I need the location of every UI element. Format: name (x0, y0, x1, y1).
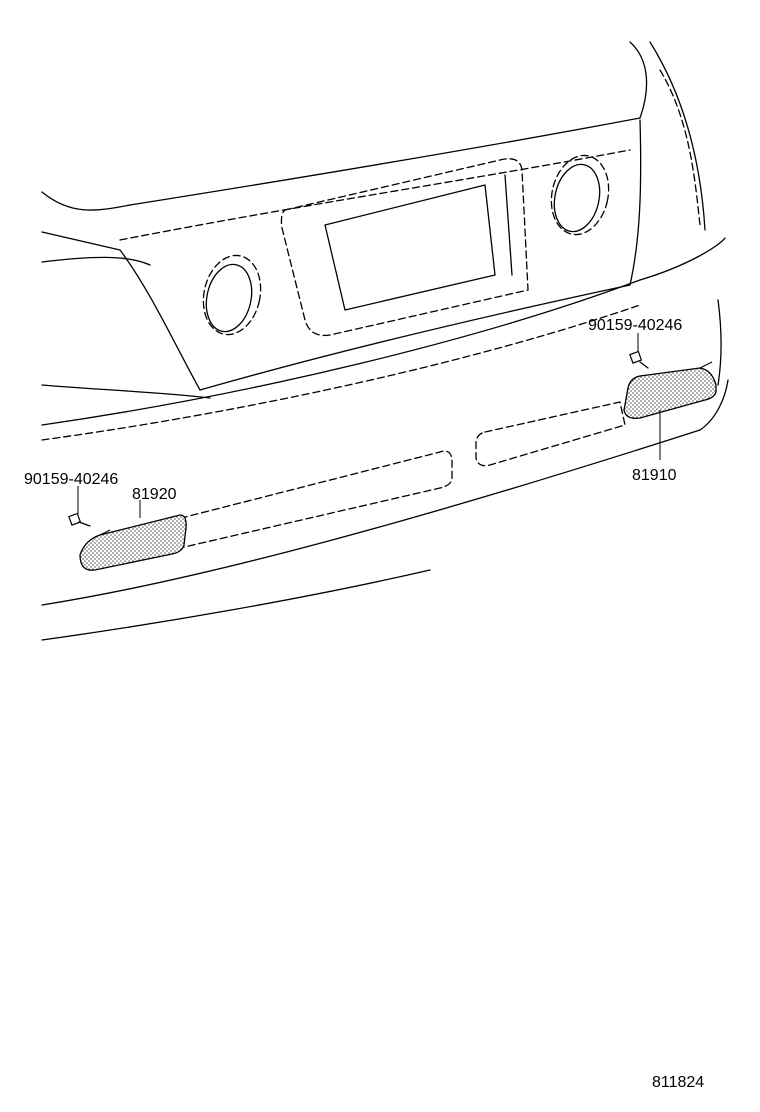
reflector-left-81920 (79, 514, 187, 571)
rear-bumper (41, 237, 729, 641)
diagram-id: 811824 (652, 1074, 704, 1091)
bumper-groove-right (475, 401, 626, 467)
reflector-right-part-number: 81910 (632, 467, 677, 484)
bolt-right-part-number: 90159-40246 (588, 317, 682, 334)
tail-lamp-right (550, 154, 610, 236)
bolt-left-icon (68, 512, 91, 527)
license-plate-recess (280, 158, 529, 337)
bolt-right-icon (629, 350, 649, 369)
trunk-lid (41, 41, 706, 391)
reflector-right-81910 (623, 361, 717, 419)
leader-lines (77, 333, 661, 518)
bolt-left-part-number: 90159-40246 (24, 471, 118, 488)
reflector-left-part-number: 81920 (132, 486, 177, 503)
tail-lamp-left (202, 254, 262, 336)
